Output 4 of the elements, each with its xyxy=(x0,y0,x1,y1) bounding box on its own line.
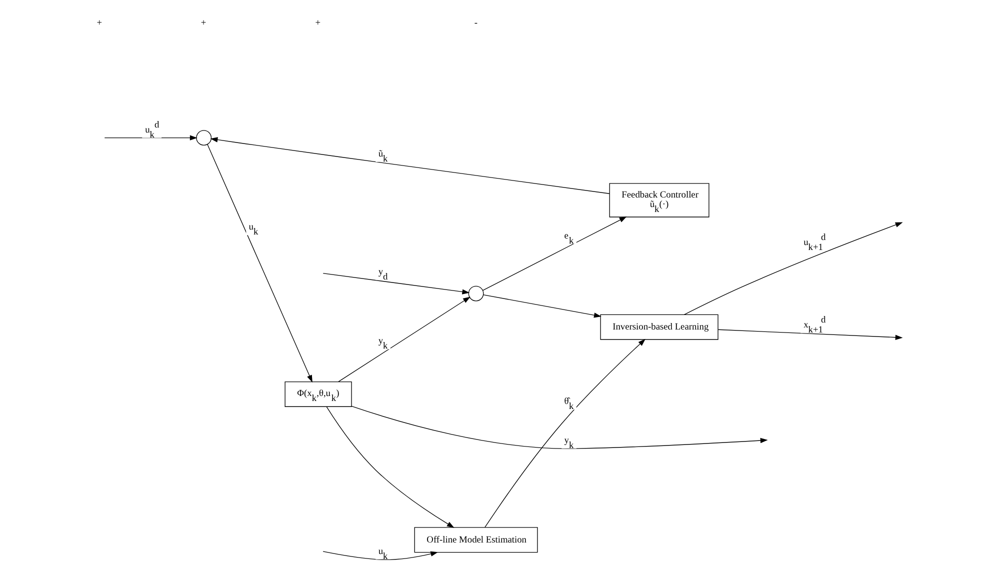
label: + xyxy=(315,18,321,29)
label: - xyxy=(474,18,478,29)
label: + xyxy=(200,18,206,29)
label: + xyxy=(96,18,102,29)
